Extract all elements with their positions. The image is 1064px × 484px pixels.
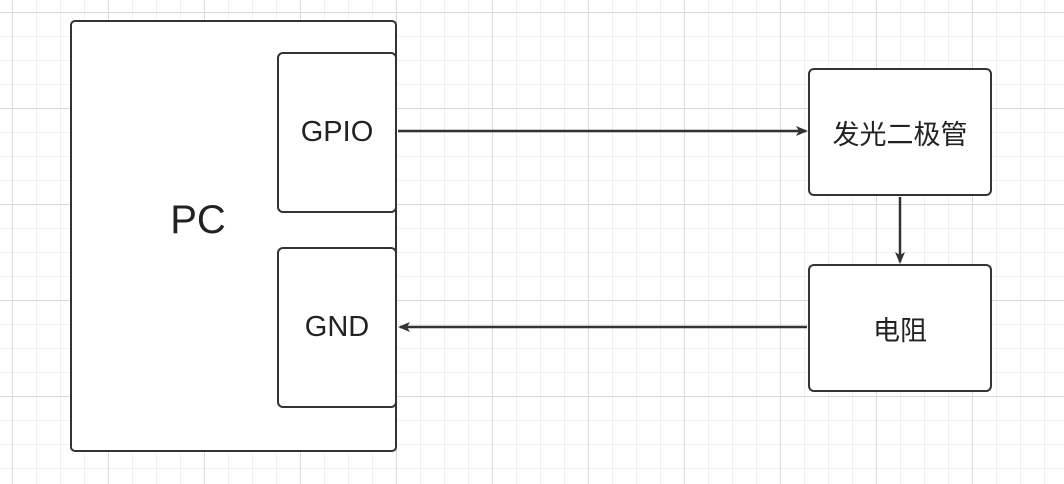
led-node[interactable]: 发光二极管 — [808, 68, 992, 196]
pc-label: PC — [170, 198, 226, 242]
gpio-label: GPIO — [300, 116, 374, 148]
gnd-node[interactable]: GND — [277, 247, 397, 408]
resistor-label: 电阻 — [873, 315, 927, 346]
gpio-node[interactable]: GPIO — [277, 52, 397, 213]
led-label: 发光二极管 — [832, 119, 968, 150]
resistor-node[interactable]: 电阻 — [808, 264, 992, 392]
gnd-label: GND — [304, 311, 370, 343]
